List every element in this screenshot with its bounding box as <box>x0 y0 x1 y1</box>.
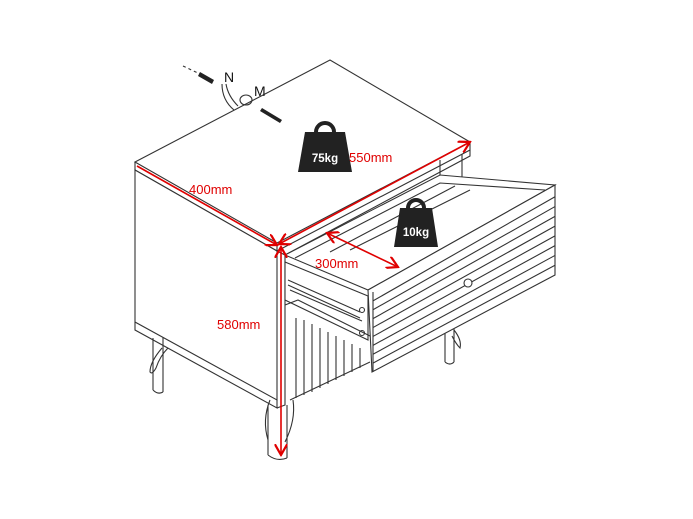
drawer-groove <box>372 264 556 364</box>
washer-icon <box>239 94 253 106</box>
drawer-front <box>367 184 556 373</box>
drawer-knob[interactable] <box>463 278 473 288</box>
screw-icon <box>260 108 282 123</box>
top-load-label: 75kg <box>312 153 338 165</box>
drawer-groove <box>372 235 556 337</box>
drawer-depth-label: 300mm <box>315 256 358 271</box>
depth-label: 400mm <box>189 182 232 197</box>
width-dimension-line <box>279 142 470 244</box>
lower-slatted-compartment <box>284 299 371 401</box>
wall-plug-icon <box>198 72 214 84</box>
drawer-groove <box>372 245 556 346</box>
drawer-groove <box>372 225 556 329</box>
drawer-slide <box>287 279 363 322</box>
width-label: 550mm <box>349 150 392 165</box>
drawer-groove <box>372 206 556 311</box>
drawer-load-label: 10kg <box>403 227 429 239</box>
drawer-groove <box>372 215 556 320</box>
leg-front <box>264 399 295 461</box>
label-n: N <box>224 69 234 85</box>
drawer-depth-dimension-line <box>327 233 398 267</box>
wall-anchor-hardware: N M <box>182 65 282 123</box>
label-m: M <box>254 83 266 99</box>
drawer-groove <box>372 254 556 355</box>
leg-back-left <box>149 336 169 394</box>
drawer-groove <box>372 196 556 302</box>
screw-icon <box>358 306 366 314</box>
height-label: 580mm <box>217 317 260 332</box>
leg-back-right <box>444 322 461 365</box>
depth-dimension-line <box>136 165 277 245</box>
